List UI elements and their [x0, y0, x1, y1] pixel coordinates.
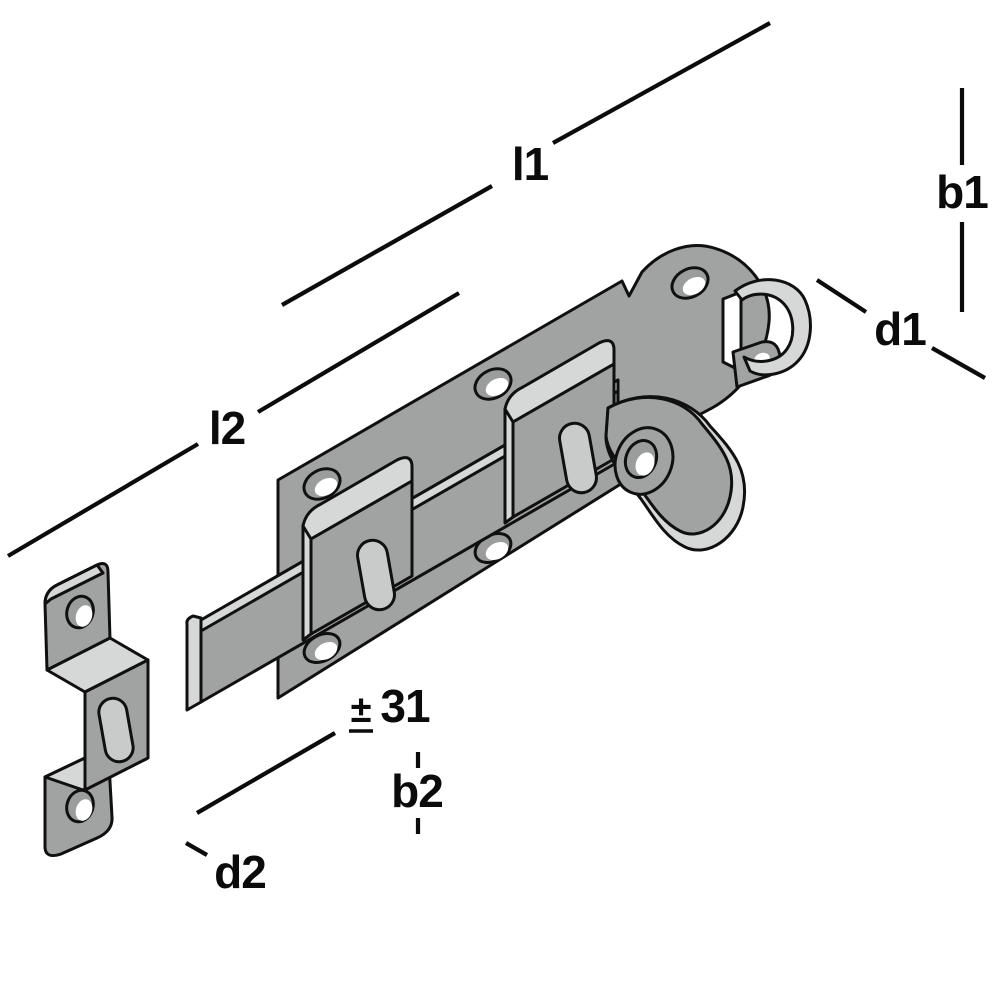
dim-d2: d2 [184, 841, 267, 898]
dimension-line [6, 442, 200, 558]
screw-hole-highlight [682, 276, 706, 296]
dim-b1-label: b1 [936, 166, 988, 218]
dim-l1: l1 [280, 21, 772, 307]
dimension-line [551, 21, 772, 145]
guide-staple-left [301, 456, 414, 642]
dim-l2-label: l2 [209, 402, 245, 454]
keeper-staple [43, 562, 150, 857]
screw-hole-highlight [314, 477, 338, 497]
dim-tolerance-31: ± 31 [195, 680, 431, 815]
keeper-top-hole-highlight [75, 605, 93, 627]
dimension-line [815, 278, 868, 314]
dimension-line [930, 346, 987, 380]
dimension-tick [184, 841, 209, 857]
dimension-line [256, 291, 461, 414]
dim-d1: d1 [815, 278, 987, 380]
dim-d2-label: d2 [214, 846, 266, 898]
bar-end-cap [185, 614, 203, 712]
tolerance-value: 31 [380, 680, 430, 732]
leader-line [195, 731, 337, 815]
tolerance-sign: ± [351, 689, 372, 731]
dim-b1: b1 [936, 88, 989, 312]
screw-hole-highlight [485, 541, 509, 561]
keeper-bottom-hole-highlight [75, 799, 93, 821]
staple-top-band [301, 456, 414, 541]
hook-band [733, 278, 812, 377]
staple-slot [558, 421, 598, 495]
dim-l1-label: l1 [512, 138, 549, 190]
catch-hook [731, 278, 812, 389]
dim-b2: b2 [391, 752, 444, 834]
guide-staple-right [503, 339, 616, 525]
staple-slot [356, 538, 396, 612]
keeper-top-wing-bevel [43, 563, 105, 606]
keeper-slot [97, 696, 135, 764]
dim-l2: l2 [6, 291, 461, 558]
dimension-line [280, 184, 494, 307]
staple-top-band [503, 339, 616, 424]
dim-b2-label: b2 [391, 765, 443, 817]
screw-hole-highlight [314, 641, 338, 661]
bolt-handle [604, 395, 747, 552]
screw-hole-highlight [485, 377, 509, 397]
handle-eyelet-highlight [635, 452, 655, 476]
dim-d1-label: d1 [874, 303, 926, 355]
